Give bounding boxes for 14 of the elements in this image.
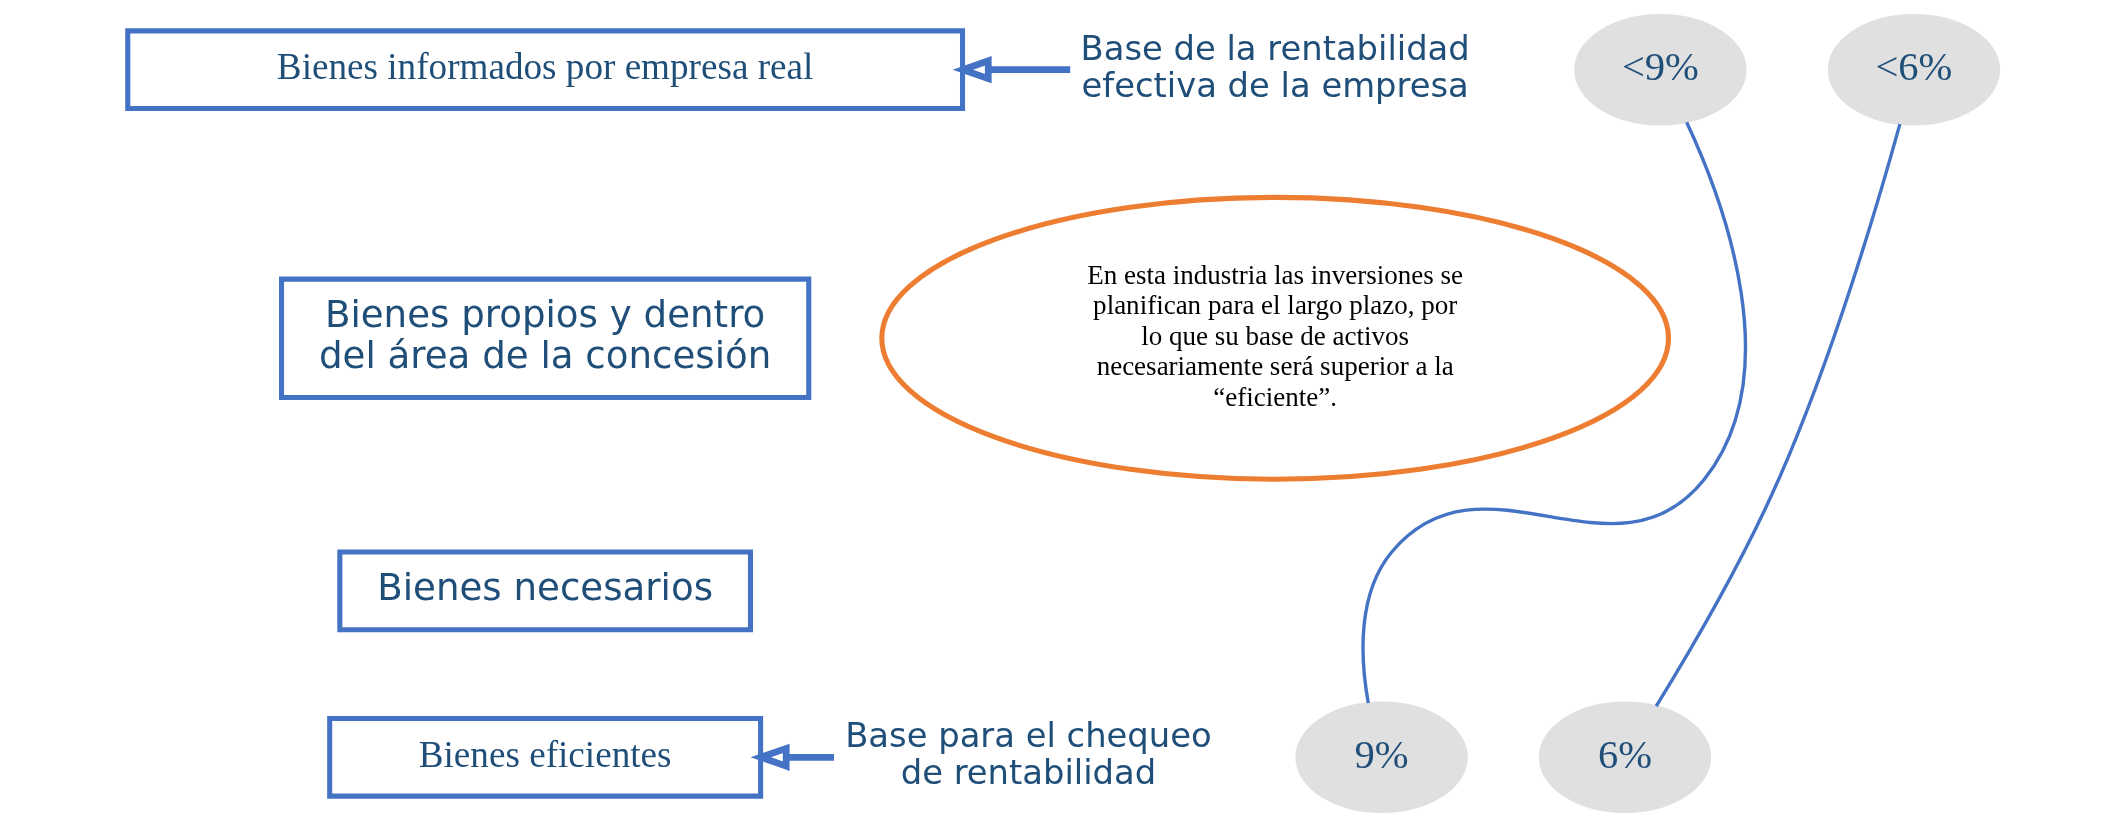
node-box: Bienes informados por empresa real bbox=[124, 28, 965, 112]
node-box: Bienes necesarios bbox=[336, 549, 753, 633]
connector bbox=[1360, 121, 1747, 704]
node-text: Base para el chequeo de rentabilidad bbox=[844, 716, 1212, 793]
node-ellipse: 6% bbox=[1538, 701, 1711, 814]
node-ellipse: <9% bbox=[1573, 13, 1747, 126]
connector bbox=[1654, 123, 1901, 707]
node-ellipse: <6% bbox=[1827, 13, 2000, 126]
arrow bbox=[750, 743, 834, 771]
node-box: Bienes propios y dentro del área de la concesión bbox=[278, 276, 811, 400]
node-ellipse: En esta industria las inversiones se planifican para el largo plazo, por lo que su base de activos necesariamente será superior a la “eficiente”. bbox=[878, 194, 1671, 482]
node-text: Base de la rentabilidad efectiva de la empresa bbox=[1080, 28, 1470, 105]
node-box: Bienes eficientes bbox=[326, 715, 763, 799]
node-ellipse: 9% bbox=[1294, 701, 1468, 814]
